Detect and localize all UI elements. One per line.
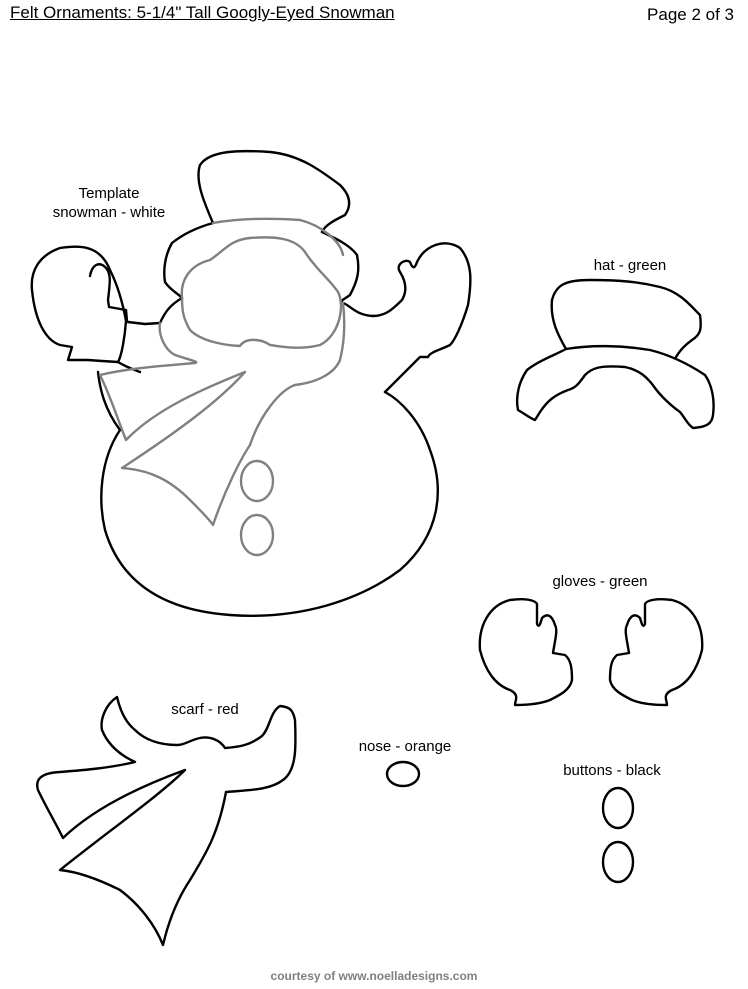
button-top (601, 786, 635, 830)
template-label-line1: Template (78, 185, 140, 202)
nose-label: nose - orange (358, 738, 452, 755)
document-title: Felt Ornaments: 5-1/4" Tall Googly-Eyed … (10, 3, 395, 22)
template-face (180, 236, 343, 349)
buttons-label: buttons - black (563, 762, 661, 779)
hat-piece (515, 278, 715, 430)
template-hat-top (197, 149, 351, 234)
buttons-piece (601, 786, 635, 884)
nose-piece (385, 760, 421, 788)
template-button-bottom (239, 513, 275, 557)
template-neck-right (341, 301, 375, 318)
hat-label: hat - green (593, 257, 667, 274)
scarf-outline (36, 695, 297, 947)
template-neck-left (116, 296, 184, 374)
scarf-label: scarf - red (171, 701, 239, 718)
footer-credit: courtesy of www.noelladesigns.com (270, 969, 478, 983)
template-hat-brim-line (211, 217, 345, 257)
hat-brim (515, 344, 715, 430)
template-left-mitten (30, 245, 130, 364)
hat-top (550, 278, 702, 359)
gloves-label: gloves - green (552, 573, 648, 590)
glove-right (608, 598, 704, 707)
template-hat-brim-right (320, 230, 360, 305)
template-scarf (98, 301, 346, 527)
template-button-top (239, 459, 275, 503)
template-snowman (30, 149, 472, 617)
template-left-mitten-thumb (88, 263, 129, 323)
button-bottom (601, 840, 635, 884)
page-number: Page 2 of 3 (647, 5, 734, 24)
template-hat-brim (163, 221, 215, 300)
template-label: Template snowman - white (36, 184, 182, 222)
template-label-line2: snowman - white (52, 204, 166, 221)
glove-left (478, 598, 574, 707)
gloves-piece (478, 598, 704, 707)
template-body-left (96, 370, 439, 617)
scarf-piece (36, 695, 297, 947)
template-right-mitten (371, 242, 472, 394)
